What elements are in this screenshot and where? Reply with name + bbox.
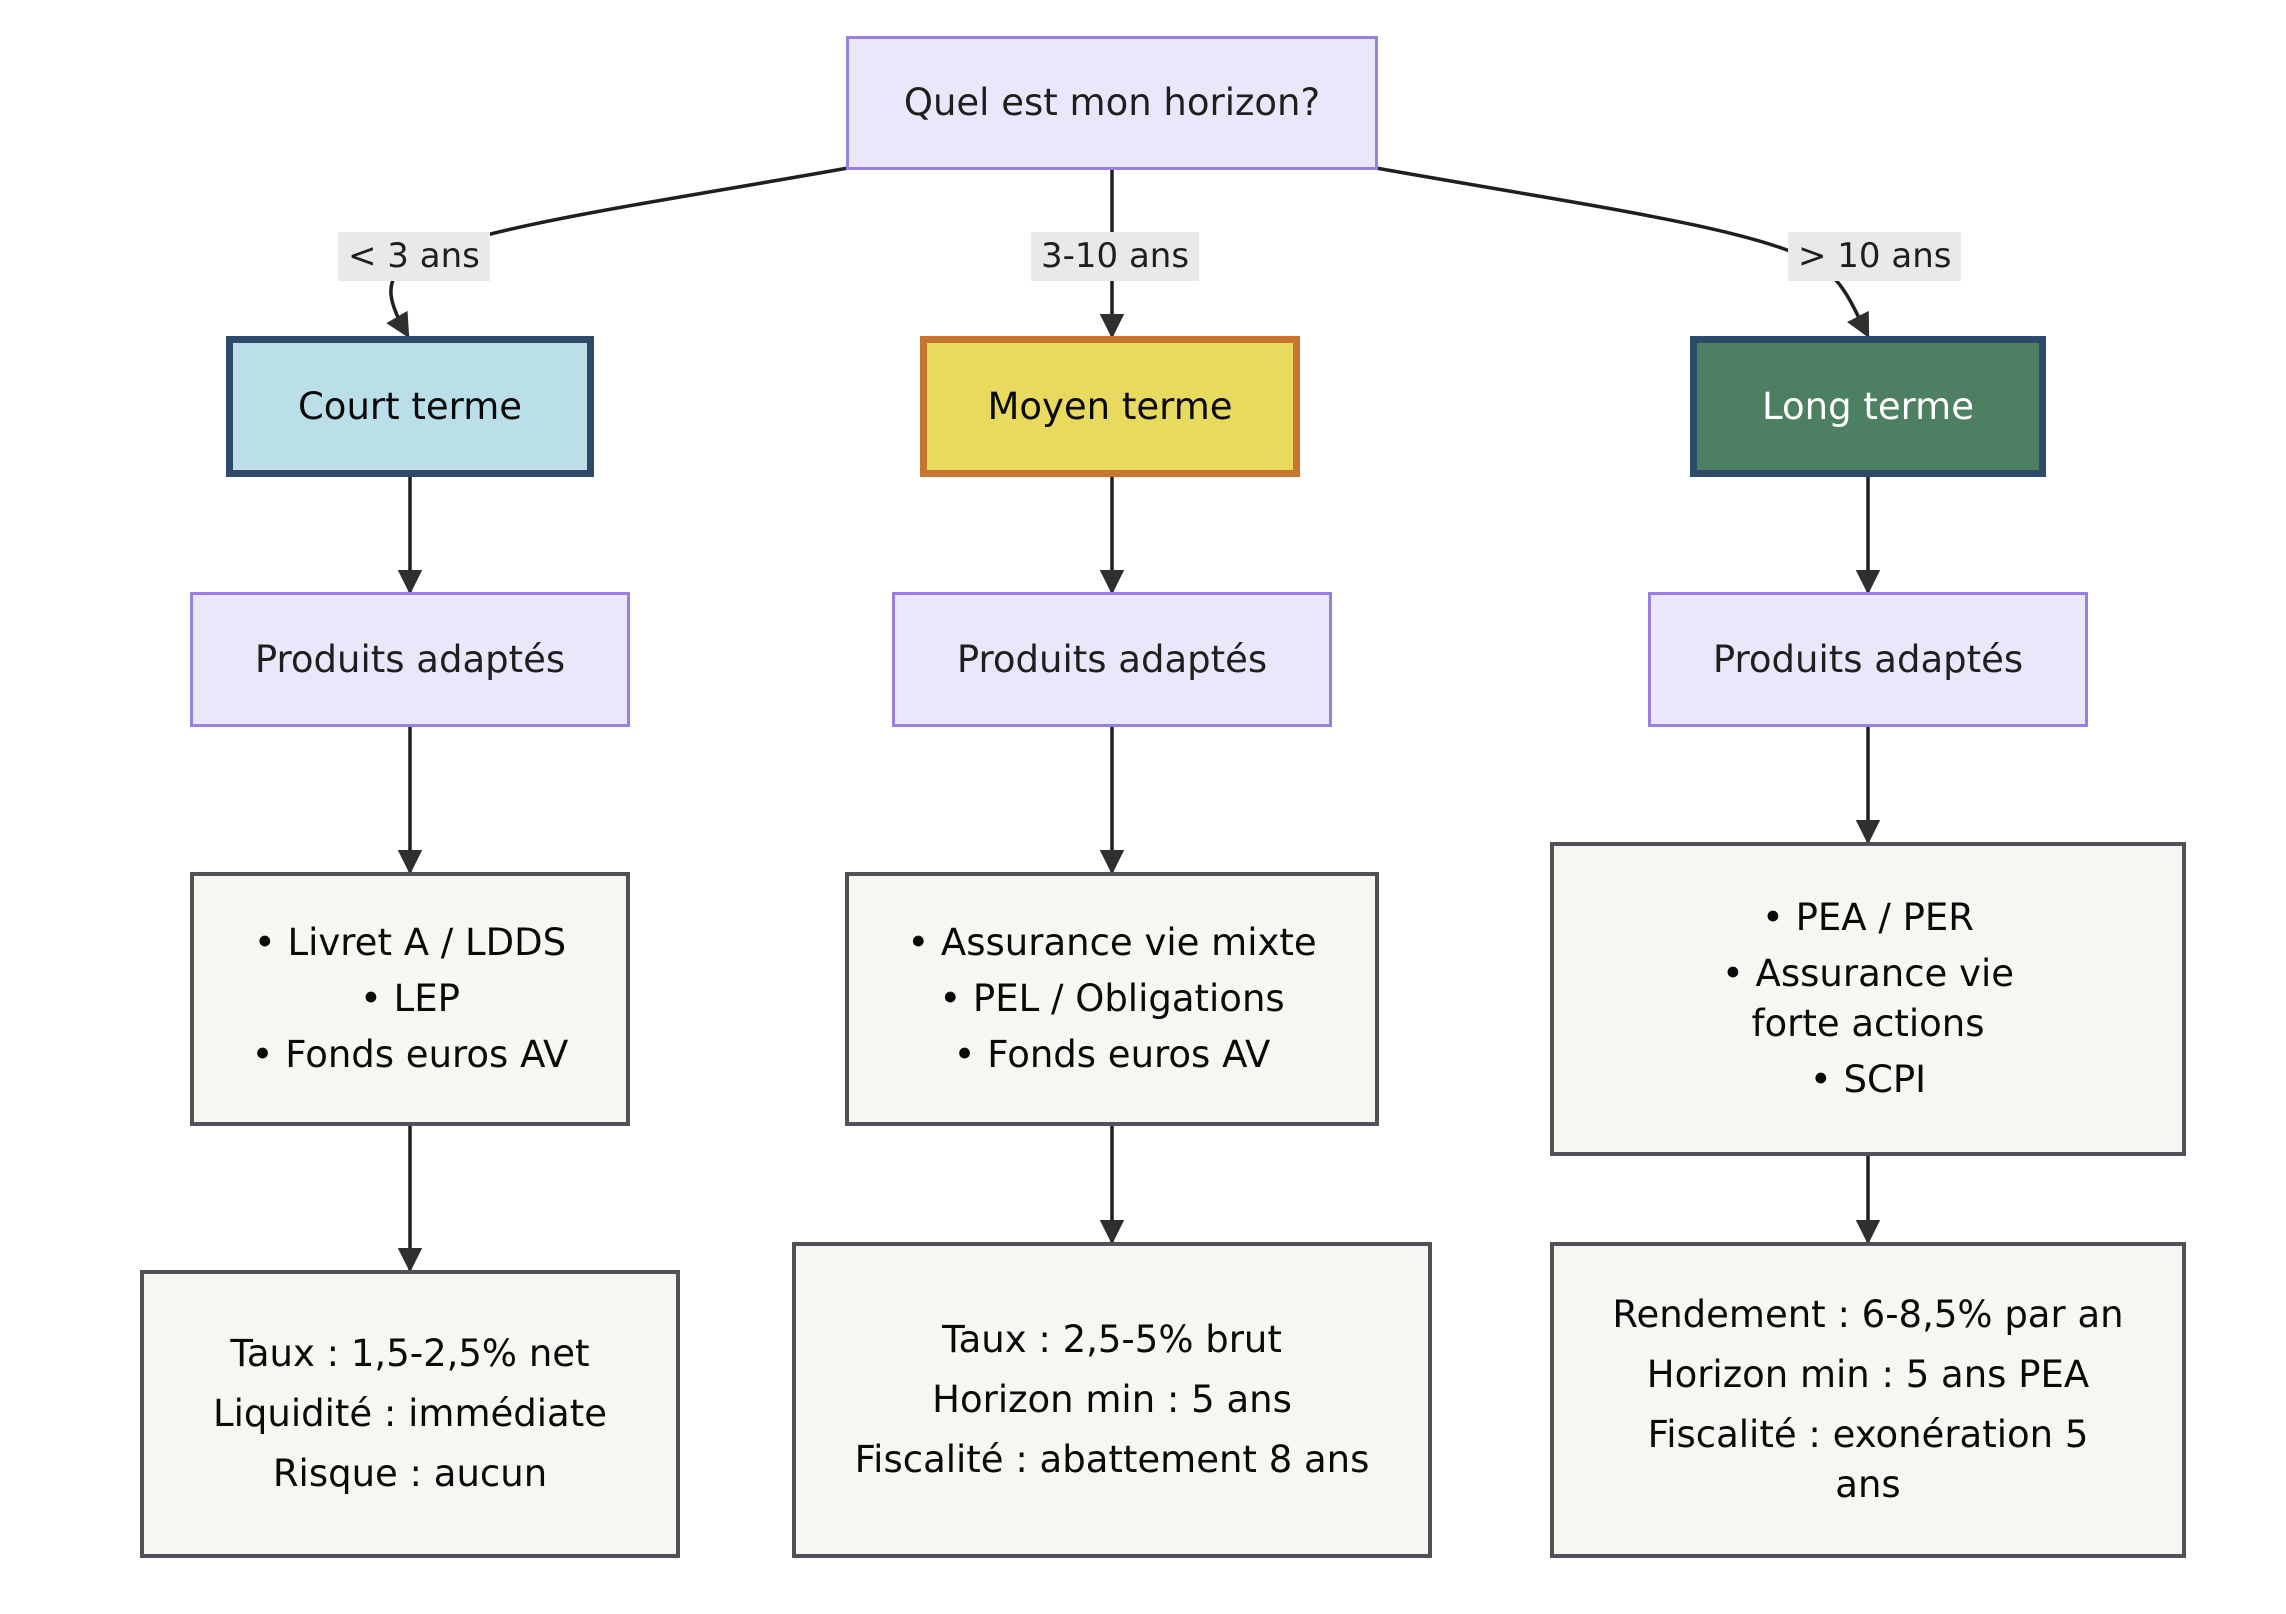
list-item: • SCPI (1809, 1057, 1927, 1101)
list-item: • Assurance vie forte actions (1721, 952, 2015, 1045)
detail-line: Liquidité : immédiate (213, 1392, 607, 1436)
node-moyen-products[interactable]: • Assurance vie mixte • PEL / Obligation… (845, 872, 1379, 1126)
detail-line: Horizon min : 5 ans PEA (1646, 1353, 2090, 1397)
node-moyen-produits-adaptes[interactable]: Produits adaptés (892, 592, 1332, 727)
node-moyen-terme-label: Moyen terme (987, 384, 1233, 428)
node-court-details-list: Taux : 1,5-2,5% net Liquidité : immédiat… (144, 1329, 676, 1499)
node-long-terme-label: Long terme (1762, 384, 1974, 428)
node-moyen-terme[interactable]: Moyen terme (920, 336, 1300, 477)
node-court-terme[interactable]: Court terme (226, 336, 594, 477)
node-moyen-products-list: • Assurance vie mixte • PEL / Obligation… (849, 918, 1375, 1080)
edge-label-short-text: < 3 ans (348, 236, 480, 276)
node-court-produits-adaptes-label: Produits adaptés (254, 637, 566, 681)
list-item: • PEA / PER (1762, 896, 1974, 940)
list-item: • LEP (360, 977, 460, 1021)
node-long-produits-adaptes-label: Produits adaptés (1712, 637, 2024, 681)
node-long-details[interactable]: Rendement : 6-8,5% par an Horizon min : … (1550, 1242, 2186, 1558)
detail-line: Fiscalité : exonération 5 ans (1647, 1413, 2089, 1506)
node-court-terme-label: Court terme (297, 384, 523, 428)
node-court-products[interactable]: • Livret A / LDDS • LEP • Fonds euros AV (190, 872, 630, 1126)
list-item: • Fonds euros AV (251, 1032, 569, 1076)
detail-line: Risque : aucun (272, 1451, 548, 1495)
node-court-produits-adaptes[interactable]: Produits adaptés (190, 592, 630, 727)
list-item: • Fonds euros AV (953, 1032, 1271, 1076)
list-item: • Livret A / LDDS (253, 921, 567, 965)
node-long-details-list: Rendement : 6-8,5% par an Horizon min : … (1554, 1290, 2182, 1510)
edge-label-long: > 10 ans (1788, 232, 1962, 281)
node-long-products[interactable]: • PEA / PER • Assurance vie forte action… (1550, 842, 2186, 1156)
edge-label-medium-text: 3-10 ans (1041, 236, 1190, 276)
edge-label-medium: 3-10 ans (1031, 232, 1200, 281)
detail-line: Fiscalité : abattement 8 ans (854, 1437, 1370, 1481)
node-court-details[interactable]: Taux : 1,5-2,5% net Liquidité : immédiat… (140, 1270, 680, 1558)
detail-line: Horizon min : 5 ans (932, 1378, 1292, 1422)
detail-line: Taux : 2,5-5% brut (942, 1318, 1282, 1362)
node-moyen-produits-adaptes-label: Produits adaptés (956, 637, 1268, 681)
node-root-question-label: Quel est mon horizon? (903, 81, 1321, 125)
node-root-question[interactable]: Quel est mon horizon? (846, 36, 1378, 170)
edge-label-short: < 3 ans (338, 232, 490, 281)
node-long-terme[interactable]: Long terme (1690, 336, 2046, 477)
list-item: • PEL / Obligations (939, 977, 1285, 1021)
detail-line: Rendement : 6-8,5% par an (1612, 1293, 2124, 1337)
node-moyen-details-list: Taux : 2,5-5% brut Horizon min : 5 ans F… (796, 1315, 1428, 1485)
list-item: • Assurance vie mixte (907, 921, 1317, 965)
detail-line: Taux : 1,5-2,5% net (230, 1332, 590, 1376)
node-moyen-details[interactable]: Taux : 2,5-5% brut Horizon min : 5 ans F… (792, 1242, 1432, 1558)
node-long-products-list: • PEA / PER • Assurance vie forte action… (1554, 893, 2182, 1105)
node-long-produits-adaptes[interactable]: Produits adaptés (1648, 592, 2088, 727)
edge-label-long-text: > 10 ans (1798, 236, 1952, 276)
node-court-products-list: • Livret A / LDDS • LEP • Fonds euros AV (194, 918, 626, 1080)
